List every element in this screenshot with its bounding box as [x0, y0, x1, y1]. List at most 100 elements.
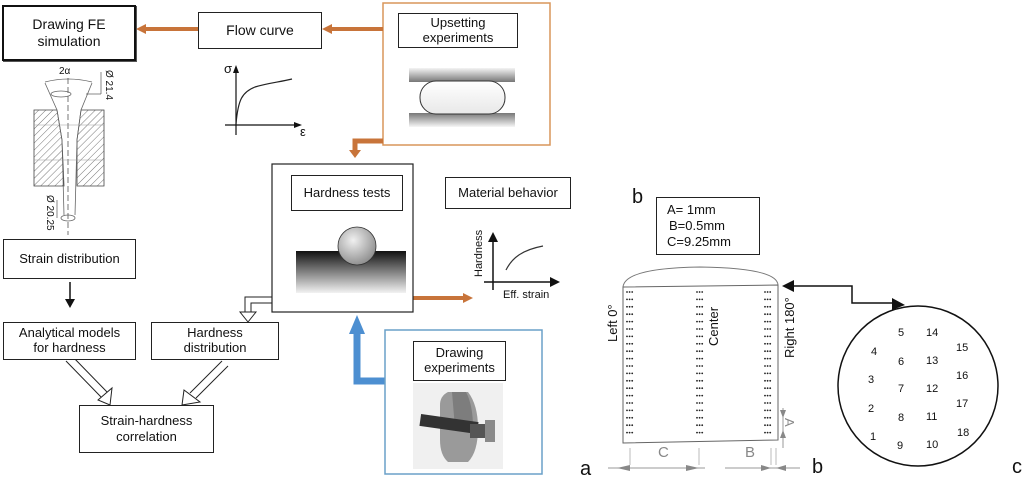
indentation-dot	[701, 394, 704, 397]
indentation-dot	[701, 328, 704, 330]
measurement-point-3: 3	[868, 374, 875, 386]
indentation-dot	[764, 372, 766, 375]
indentation-dot	[701, 298, 704, 301]
indentation-dot	[766, 328, 769, 330]
indentation-dot	[631, 372, 634, 375]
indentation-dot	[769, 409, 772, 412]
indentation-dot	[764, 342, 766, 345]
indentation-dot	[626, 372, 628, 375]
indentation-dot	[696, 305, 698, 308]
indentation-dot	[701, 431, 704, 434]
indentation-dot	[764, 350, 766, 353]
indentation-dot	[701, 305, 704, 308]
indentation-dot	[764, 313, 766, 316]
indentation-dot	[769, 424, 772, 427]
measurement-point-12: 12	[926, 383, 939, 395]
indentation-dot	[696, 342, 698, 345]
indentation-dot	[701, 387, 704, 390]
indentation-dot	[769, 387, 772, 390]
indentation-dot	[631, 431, 634, 434]
indentation-dot	[628, 431, 631, 434]
arrow-flowcurve-to-fe	[143, 27, 198, 31]
indentation-dot	[631, 320, 634, 323]
measurement-point-5: 5	[898, 327, 905, 339]
indentation-dot	[764, 328, 766, 330]
die-sketch	[33, 72, 105, 235]
indentation-dot	[626, 357, 628, 360]
indentation-dot	[626, 379, 628, 382]
indentation-dot	[628, 335, 631, 338]
indentation-dot	[628, 313, 631, 316]
arrow-upsetting-to-hardness	[352, 138, 383, 152]
indentation-dot	[698, 291, 701, 293]
material-y-label: Hardness	[473, 229, 485, 277]
arrow-analytical-to-correlation	[65, 355, 113, 406]
indentation-dot	[628, 424, 631, 427]
indentation-dot	[631, 313, 634, 316]
indentation-dot	[626, 394, 628, 397]
indentation-dot	[631, 387, 634, 390]
indentation-dot	[696, 379, 698, 382]
indentation-dot	[696, 335, 698, 338]
indentation-dot	[696, 365, 698, 367]
indentation-dot	[766, 416, 769, 419]
indentation-dot	[769, 320, 772, 323]
measurement-point-11: 11	[926, 411, 938, 423]
indentation-dot	[696, 357, 698, 360]
flow-curve-plot	[225, 65, 302, 135]
indentation-dot	[766, 409, 769, 412]
position-right-label: Right 180°	[782, 297, 797, 358]
indentation-dot	[764, 379, 766, 382]
indentation-dot	[696, 298, 698, 301]
indentation-dot	[631, 416, 634, 419]
indentation-dot	[626, 335, 628, 338]
indentation-dot	[766, 424, 769, 427]
indentation-dot	[769, 335, 772, 338]
indentation-dot	[628, 291, 631, 293]
indentation-dot	[696, 402, 698, 404]
indentation-dot	[764, 431, 766, 434]
indentation-dot	[696, 291, 698, 293]
indentation-dot	[628, 328, 631, 330]
indentation-dot	[766, 402, 769, 404]
measurement-point-7: 7	[898, 383, 905, 395]
indentation-dot	[631, 357, 634, 360]
indentation-dot	[769, 291, 772, 293]
indentation-dot	[628, 379, 631, 382]
indentation-dot	[701, 291, 704, 293]
indentation-dot	[631, 335, 634, 338]
upsetting-specimen	[419, 80, 506, 115]
indentation-dot	[631, 298, 634, 301]
indentation-dot	[764, 416, 766, 419]
indentation-dot	[626, 365, 628, 367]
indentation-dot	[696, 387, 698, 390]
indentation-dot	[766, 431, 769, 434]
indentation-dot	[628, 409, 631, 412]
indentation-dot	[764, 335, 766, 338]
arrow-hardness-to-material	[413, 296, 465, 300]
measurement-point-9: 9	[897, 440, 904, 452]
indentation-dot	[631, 409, 634, 412]
indentation-dot	[631, 305, 634, 308]
indentation-dot	[626, 387, 628, 390]
measurement-point-1: 1	[870, 431, 877, 443]
indentation-dot	[626, 402, 628, 404]
panel-label-b-bottom: b	[812, 456, 824, 478]
measurement-point-15: 15	[956, 342, 969, 354]
indentation-dot	[698, 402, 701, 404]
indentation-dot	[698, 431, 701, 434]
upsetting-experiments-box: Upsetting experiments	[398, 13, 518, 48]
indentation-dot	[698, 394, 701, 397]
indentation-dot	[631, 394, 634, 397]
measurement-point-2: 2	[868, 403, 875, 415]
indentation-dot	[701, 416, 704, 419]
strain-hardness-correlation-box: Strain-hardness correlation	[79, 405, 214, 453]
indentation-dot	[701, 372, 704, 375]
indentation-dot	[696, 372, 698, 375]
indentation-dot	[628, 357, 631, 360]
indentation-dot	[769, 305, 772, 308]
indenter-ball	[337, 226, 377, 266]
indentation-dot	[698, 379, 701, 382]
dim-letter-b: B	[745, 444, 756, 461]
drawing-experiments-box: Drawing experiments	[413, 341, 506, 381]
